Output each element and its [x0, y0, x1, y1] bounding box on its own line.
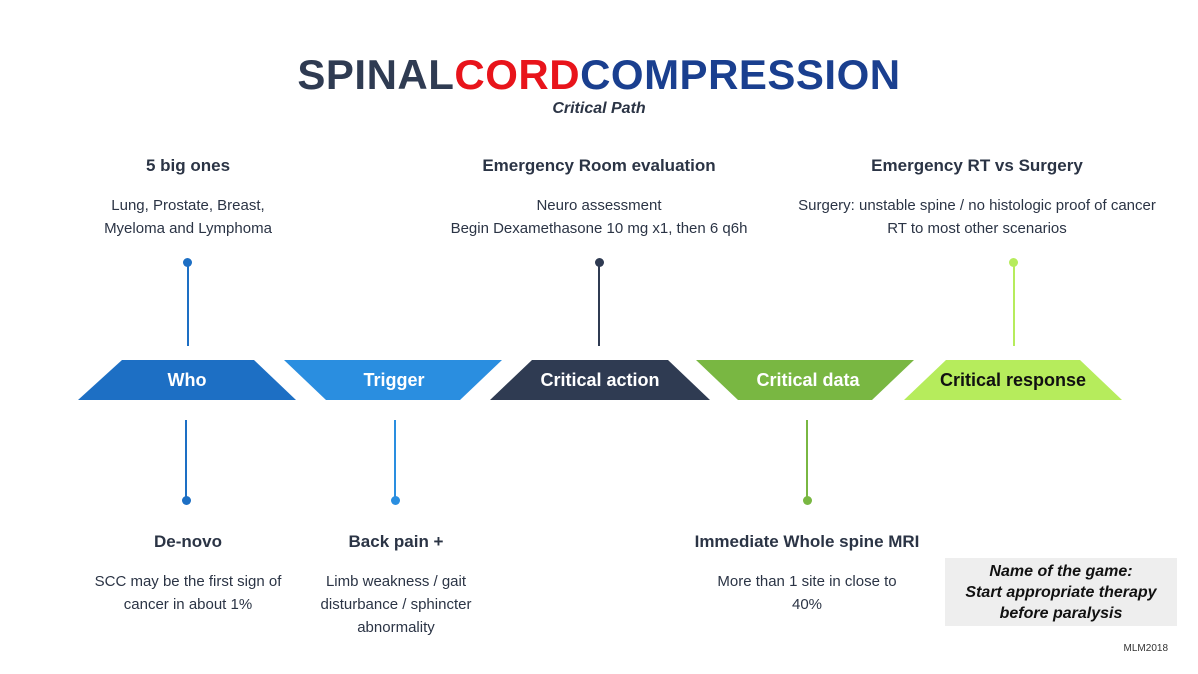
who-bottom-connector — [185, 420, 187, 498]
who-top-line: Myeloma and Lymphoma — [104, 220, 272, 237]
data-bottom-heading: Immediate Whole spine MRI — [694, 532, 920, 551]
game-line: before paralysis — [999, 605, 1123, 622]
who-bottom-heading: De-novo — [154, 532, 222, 551]
segment-trigger-label: Trigger — [363, 370, 424, 390]
action-top-connector — [598, 264, 600, 346]
response-top-heading: Emergency RT vs Surgery — [871, 156, 1083, 175]
trigger-bottom-connector — [394, 420, 396, 498]
action-top-line: Begin Dexamethasone 10 mg x1, then 6 q6h — [450, 220, 748, 237]
response-top-line: Surgery: unstable spine / no histologic … — [798, 197, 1156, 214]
segment-critical-action-shape — [490, 360, 710, 400]
data-bottom-line: 40% — [791, 596, 823, 613]
diagram-title: SPINALCORDCOMPRESSION — [0, 48, 1198, 102]
action-top-dot — [595, 258, 604, 267]
game-line: Start appropriate therapy — [965, 584, 1157, 601]
name-of-the-game-box: Name of the game: Start appropriate ther… — [945, 558, 1177, 626]
who-bottom-dot — [182, 496, 191, 505]
response-top-block: Emergency RT vs Surgery Surgery: unstabl… — [768, 156, 1186, 240]
data-bottom-connector — [806, 420, 808, 498]
who-top-line: Lung, Prostate, Breast, — [111, 197, 265, 214]
who-bottom-block: De-novo SCC may be the first sign of can… — [68, 532, 308, 616]
segment-critical-response-shape — [904, 360, 1122, 400]
trigger-bottom-line: abnormality — [357, 619, 435, 636]
who-bottom-line: SCC may be the first sign of — [94, 573, 282, 590]
who-top-connector — [187, 264, 189, 346]
action-top-block: Emergency Room evaluation Neuro assessme… — [409, 156, 789, 240]
title-compression: COMPRESSION — [580, 51, 901, 98]
credit-label: MLM2018 — [1123, 643, 1168, 654]
who-top-dot — [183, 258, 192, 267]
title-spinal: SPINAL — [297, 51, 455, 98]
who-top-block: 5 big ones Lung, Prostate, Breast, Myelo… — [68, 156, 308, 240]
action-top-line: Neuro assessment — [536, 197, 662, 214]
segment-trigger-shape — [284, 360, 502, 400]
segment-critical-data-label: Critical data — [756, 370, 860, 390]
response-top-dot — [1009, 258, 1018, 267]
game-line: Name of the game: — [989, 563, 1133, 580]
who-bottom-line: cancer in about 1% — [123, 596, 253, 613]
data-bottom-dot — [803, 496, 812, 505]
action-top-heading: Emergency Room evaluation — [482, 156, 716, 175]
data-bottom-line: More than 1 site in close to — [717, 573, 897, 590]
segment-who-label: Who — [168, 370, 207, 390]
segment-critical-response-label: Critical response — [940, 370, 1086, 390]
response-top-line: RT to most other scenarios — [887, 220, 1067, 237]
title-cord: CORD — [454, 51, 581, 98]
segment-critical-data-shape — [696, 360, 914, 400]
who-top-heading: 5 big ones — [145, 156, 231, 175]
diagram-subtitle: Critical Path — [552, 100, 646, 117]
response-top-connector — [1013, 264, 1015, 346]
trigger-bottom-line: Limb weakness / gait — [325, 573, 467, 590]
critical-path-band: Who Trigger Critical action Critical dat… — [78, 360, 1122, 400]
trigger-bottom-heading: Back pain + — [348, 532, 444, 551]
segment-critical-action-label: Critical action — [540, 370, 659, 390]
segment-who-shape — [78, 360, 296, 400]
data-bottom-block: Immediate Whole spine MRI More than 1 si… — [662, 532, 952, 616]
trigger-bottom-block: Back pain + Limb weakness / gait disturb… — [286, 532, 506, 639]
trigger-bottom-line: disturbance / sphincter — [320, 596, 472, 613]
trigger-bottom-dot — [391, 496, 400, 505]
